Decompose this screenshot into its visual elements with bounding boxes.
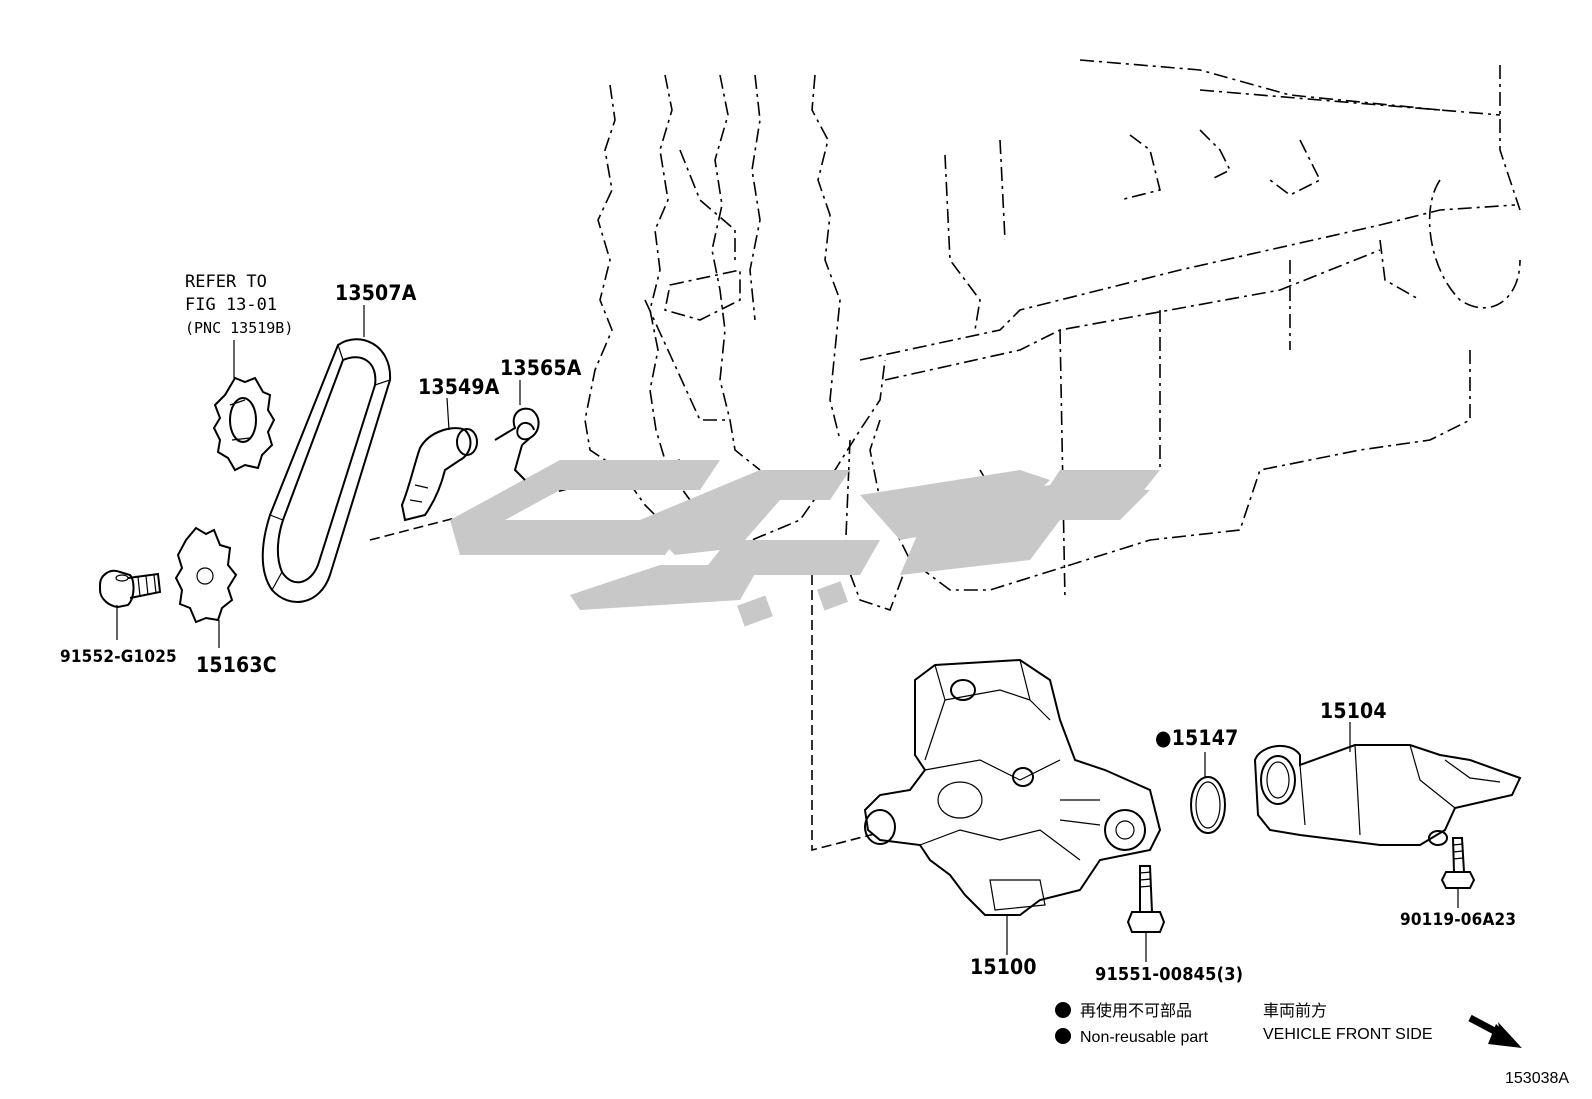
leader-lines-right [1006,722,1459,962]
strainer-bolt [1440,837,1476,889]
legend-nonreusable-en: Non-reusable part [1080,1029,1209,1046]
legend-front-en: VEHICLE FRONT SIDE [1263,1026,1433,1043]
part-label-13549A: 13549A [418,375,500,399]
o-ring-gasket [1190,776,1226,834]
oil-pump-assembly [863,658,1162,916]
crank-sprocket-upper [212,376,276,472]
part-label-13507A: 13507A [335,281,417,305]
part-label-91551-00845: 91551-00845(3) [1095,964,1243,985]
tensioner-spring [494,407,540,481]
legend-bullet-en [1055,1028,1071,1044]
part-label-90119-06A23: 90119-06A23 [1400,910,1516,930]
legend-front-jp: 車両前方 [1263,1002,1327,1020]
vehicle-front-arrow-icon [1468,1014,1522,1048]
watermark-logo [450,460,1160,627]
chain-tensioner-slipper [400,427,478,522]
refer-note-line1: REFER TO [185,272,267,292]
refer-note-line3: (PNC 13519B) [185,319,293,337]
legend-bullet-jp [1055,1002,1071,1018]
part-label-13565A: 13565A [500,356,582,380]
oil-pump-drive-sprocket [174,526,238,624]
sprocket-bolt [99,569,162,609]
part-label-15163C: 15163C [196,653,277,677]
part-label-15147: ●15147 [1155,726,1238,750]
legend-nonreusable-jp: 再使用不可部品 [1080,1002,1192,1020]
leader-lines-left [116,305,521,648]
oil-pump-bolt [1126,865,1166,933]
figure-id: 153038A [1505,1070,1569,1087]
part-label-91552-G1025: 91552-G1025 [60,647,177,667]
refer-note-line2: FIG 13-01 [185,295,277,315]
part-label-15104: 15104 [1320,699,1387,723]
timing-chain [261,338,392,603]
oil-strainer [1253,744,1522,846]
part-label-15100: 15100 [970,955,1037,979]
